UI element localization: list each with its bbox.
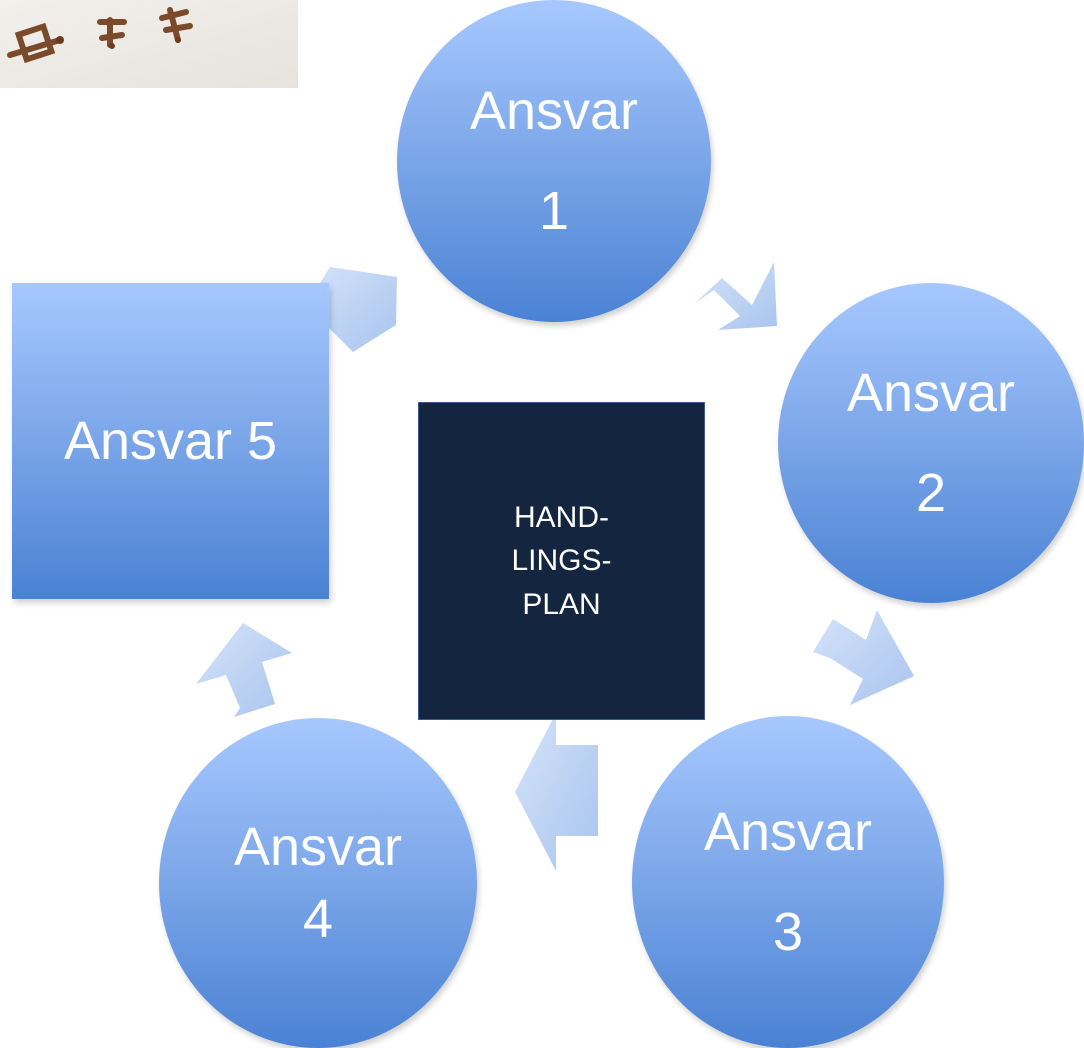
node-ansvar-3-label: Ansvar — [703, 802, 873, 862]
center-handlingsplan: HAND- LINGS- PLAN — [418, 402, 705, 720]
node-ansvar-2: Ansvar 2 — [778, 283, 1084, 603]
node-ansvar-5-label: Ansvar 5 — [63, 411, 278, 471]
node-ansvar-3-number: 3 — [772, 902, 804, 962]
node-ansvar-5: Ansvar 5 — [12, 283, 329, 599]
arrow-2-to-3 — [813, 610, 914, 705]
center-line-2: LINGS- — [511, 544, 612, 578]
node-ansvar-2-number: 2 — [915, 463, 947, 523]
keys-photo — [0, 0, 298, 88]
arrow-1-to-2 — [695, 262, 777, 330]
arrow-3-to-4 — [515, 713, 598, 871]
center-line-3: PLAN — [522, 587, 601, 621]
node-ansvar-1-label: Ansvar — [469, 81, 639, 141]
node-ansvar-1-number: 1 — [538, 181, 570, 241]
node-ansvar-2-label: Ansvar — [846, 363, 1016, 423]
node-ansvar-3: Ansvar 3 — [632, 716, 944, 1048]
center-line-1: HAND- — [514, 500, 609, 534]
node-ansvar-1: Ansvar 1 — [397, 0, 711, 322]
node-ansvar-4-label: Ansvar — [233, 817, 403, 877]
node-ansvar-4-number: 4 — [302, 889, 334, 949]
arrow-4-to-5 — [196, 623, 292, 717]
node-ansvar-4: Ansvar 4 — [159, 718, 477, 1048]
